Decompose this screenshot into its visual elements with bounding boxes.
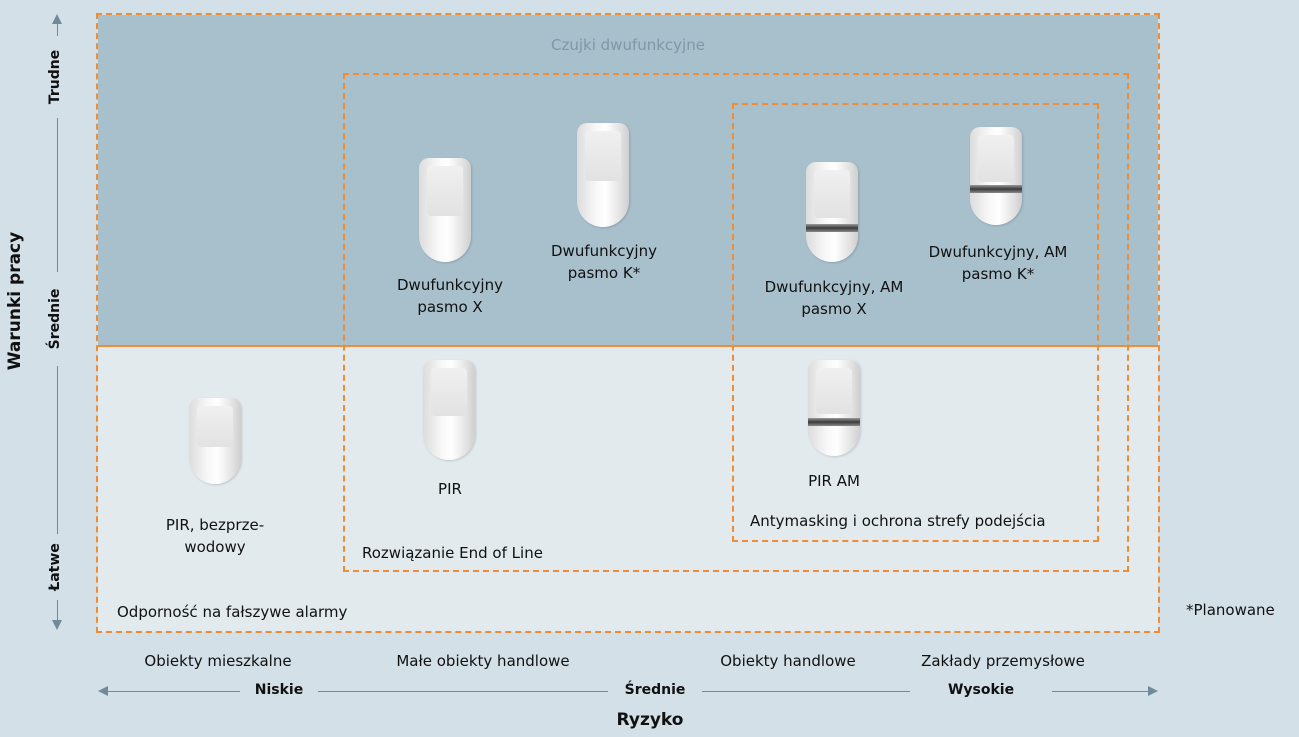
pir-wireless-label: PIR, bezprze- wodowy bbox=[165, 516, 265, 556]
dual-am-k-label: Dwufunkcyjny, AM pasmo K* bbox=[928, 243, 1068, 283]
x-axis-line-segment bbox=[1052, 691, 1148, 692]
easy-conditions-band bbox=[98, 346, 1158, 632]
dual-k-label: Dwufunkcyjny pasmo K* bbox=[551, 242, 657, 282]
x-axis-title: Ryzyko bbox=[616, 710, 684, 730]
y-axis-line-segment bbox=[57, 118, 58, 272]
x-axis-line-segment bbox=[318, 691, 608, 692]
y-axis-line-segment bbox=[57, 600, 58, 622]
pir-am-sensor-icon bbox=[808, 360, 860, 456]
x-level-medium: Średnie bbox=[624, 682, 686, 698]
category-commercial: Obiekty handlowe bbox=[720, 652, 856, 670]
y-level-medium: Średnie bbox=[47, 288, 63, 350]
category-small-commercial: Małe obiekty handlowe bbox=[396, 652, 570, 670]
x-level-high: Wysokie bbox=[947, 682, 1015, 698]
false-alarm-immunity-label: Odporność na fałszywe alarmy bbox=[117, 603, 348, 621]
dual-am-k-sensor-icon bbox=[970, 127, 1022, 225]
dual-x-sensor-icon bbox=[419, 158, 471, 262]
pir-am-label: PIR AM bbox=[808, 472, 860, 490]
pir-wireless-sensor-icon bbox=[189, 398, 241, 484]
dual-am-x-sensor-icon bbox=[806, 162, 858, 262]
antimasking-label: Antymasking i ochrona strefy podejścia bbox=[750, 512, 1046, 530]
y-level-difficult: Trudne bbox=[47, 49, 63, 105]
x-axis-left-arrow-icon bbox=[98, 686, 108, 696]
antimasking-zone bbox=[732, 103, 1099, 542]
y-axis-line-segment bbox=[57, 366, 58, 534]
end-of-line-zone bbox=[343, 73, 1129, 572]
x-axis-right-arrow-icon bbox=[1148, 686, 1158, 696]
dual-am-x-label: Dwufunkcyjny, AM pasmo X bbox=[764, 278, 904, 318]
end-of-line-label: Rozwiązanie End of Line bbox=[362, 544, 543, 562]
y-axis-line-segment bbox=[57, 22, 58, 36]
dual-sensors-note: Czujki dwufunkcyjne bbox=[551, 36, 705, 54]
y-axis-title: Warunki pracy bbox=[5, 231, 25, 371]
y-level-easy: Łatwe bbox=[47, 543, 63, 591]
y-axis-down-arrow-icon bbox=[52, 620, 62, 630]
pir-sensor-icon bbox=[423, 360, 475, 460]
category-industrial: Zakłady przemysłowe bbox=[921, 652, 1085, 670]
x-level-low: Niskie bbox=[254, 682, 304, 698]
pir-label: PIR bbox=[438, 480, 462, 498]
x-axis-line-segment bbox=[702, 691, 910, 692]
y-axis-up-arrow-icon bbox=[52, 14, 62, 24]
planned-footnote: *Planowane bbox=[1186, 601, 1275, 619]
false-alarm-immunity-zone bbox=[96, 13, 1160, 633]
conditions-divider-line bbox=[98, 345, 1158, 347]
dual-k-sensor-icon bbox=[577, 123, 629, 227]
category-residential: Obiekty mieszkalne bbox=[144, 652, 292, 670]
x-axis-line-segment bbox=[106, 691, 240, 692]
dual-x-label: Dwufunkcyjny pasmo X bbox=[397, 276, 503, 316]
